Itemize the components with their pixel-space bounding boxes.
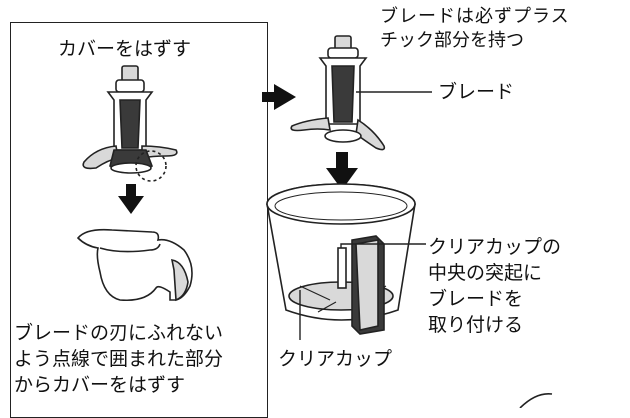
- blade-icon: [290, 35, 386, 151]
- clear-cup-label: クリアカップ: [278, 348, 393, 370]
- instruction-line-2: よう点線で囲まれた部分: [14, 348, 224, 370]
- dotted-circle-icon: [135, 150, 167, 182]
- assembly-illustration: [76, 35, 553, 408]
- arrow-right-icon: [262, 84, 296, 110]
- clear-cup-icon: [266, 183, 416, 335]
- remove-cover-title: カバーをはずす: [58, 38, 192, 60]
- blade-label: ブレード: [438, 81, 515, 103]
- partial-outline: [519, 392, 553, 408]
- arrow-down-icon: [326, 152, 358, 190]
- attach-leader-line: [340, 243, 426, 248]
- attach-note-line-4: 取り付ける: [428, 314, 524, 336]
- attach-note-line-2: 中央の突起に: [428, 262, 543, 284]
- instruction-line-1: ブレードの刃にふれない: [14, 322, 224, 344]
- hold-note-line-2: チック部分を持つ: [380, 30, 524, 51]
- attach-note-line-1: クリアカップの: [428, 236, 562, 258]
- attach-note-line-3: ブレードを: [428, 288, 524, 310]
- hold-note-line-1: ブレードは必ずプラス: [380, 6, 570, 27]
- cover-icon: [76, 228, 193, 302]
- arrow-down-icon: [118, 184, 144, 214]
- blade-icon: [82, 65, 178, 174]
- instruction-line-3: からカバーをはずす: [14, 374, 186, 396]
